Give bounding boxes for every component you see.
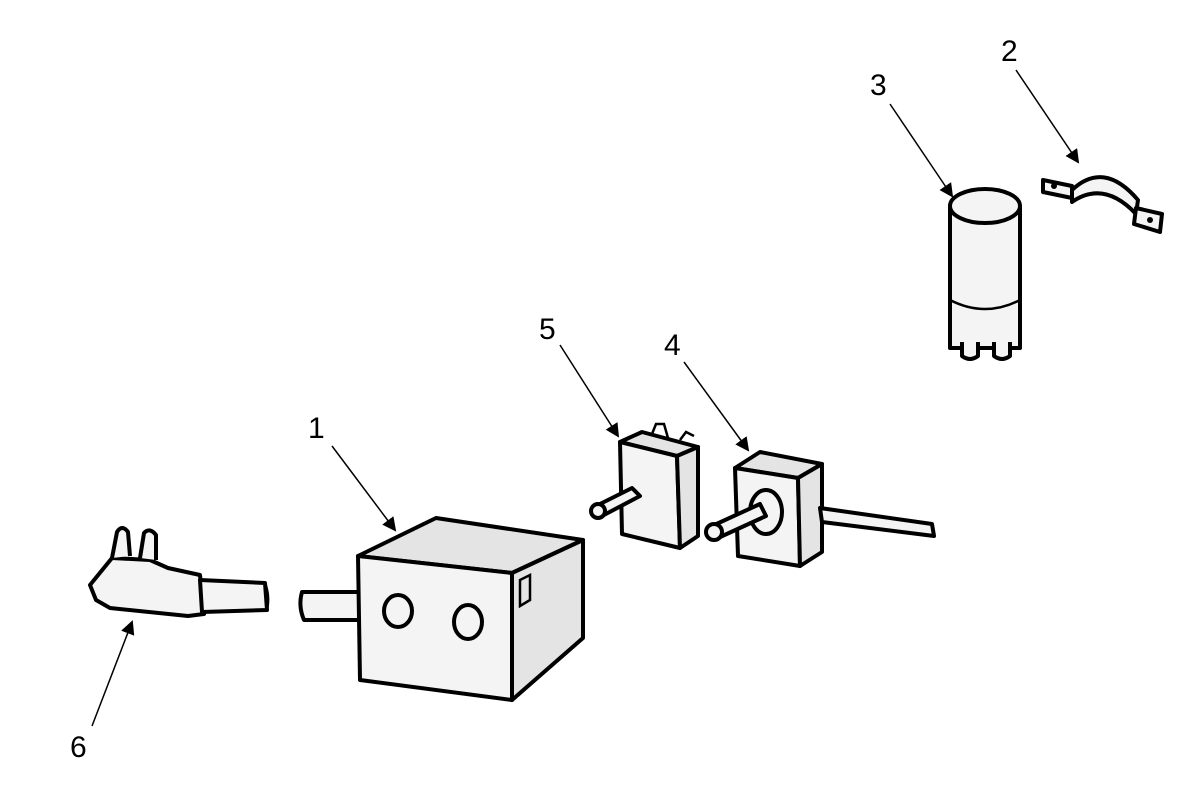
leader-2 [1015,69,1080,164]
leader-4 [683,361,750,452]
callout-1: 1 [308,412,325,445]
leader-1 [331,445,397,532]
leader-lines [91,69,1080,727]
part-4-thermostat [704,450,936,568]
part-1-housing [298,516,585,702]
callout-4: 4 [664,329,681,362]
callout-5: 5 [539,313,556,346]
leader-3 [889,103,954,198]
callout-6: 6 [70,731,87,764]
part-5-switch [589,422,700,550]
part-2-mounting-strap [1041,175,1164,234]
callout-3: 3 [870,69,887,102]
part-6-power-cord-plug [88,526,270,618]
leader-6 [91,620,135,727]
callout-2: 2 [1001,35,1018,68]
leader-5 [559,344,620,438]
part-3-capacitor [948,187,1022,361]
callout-labels: 1 2 3 4 5 6 [70,35,1018,764]
